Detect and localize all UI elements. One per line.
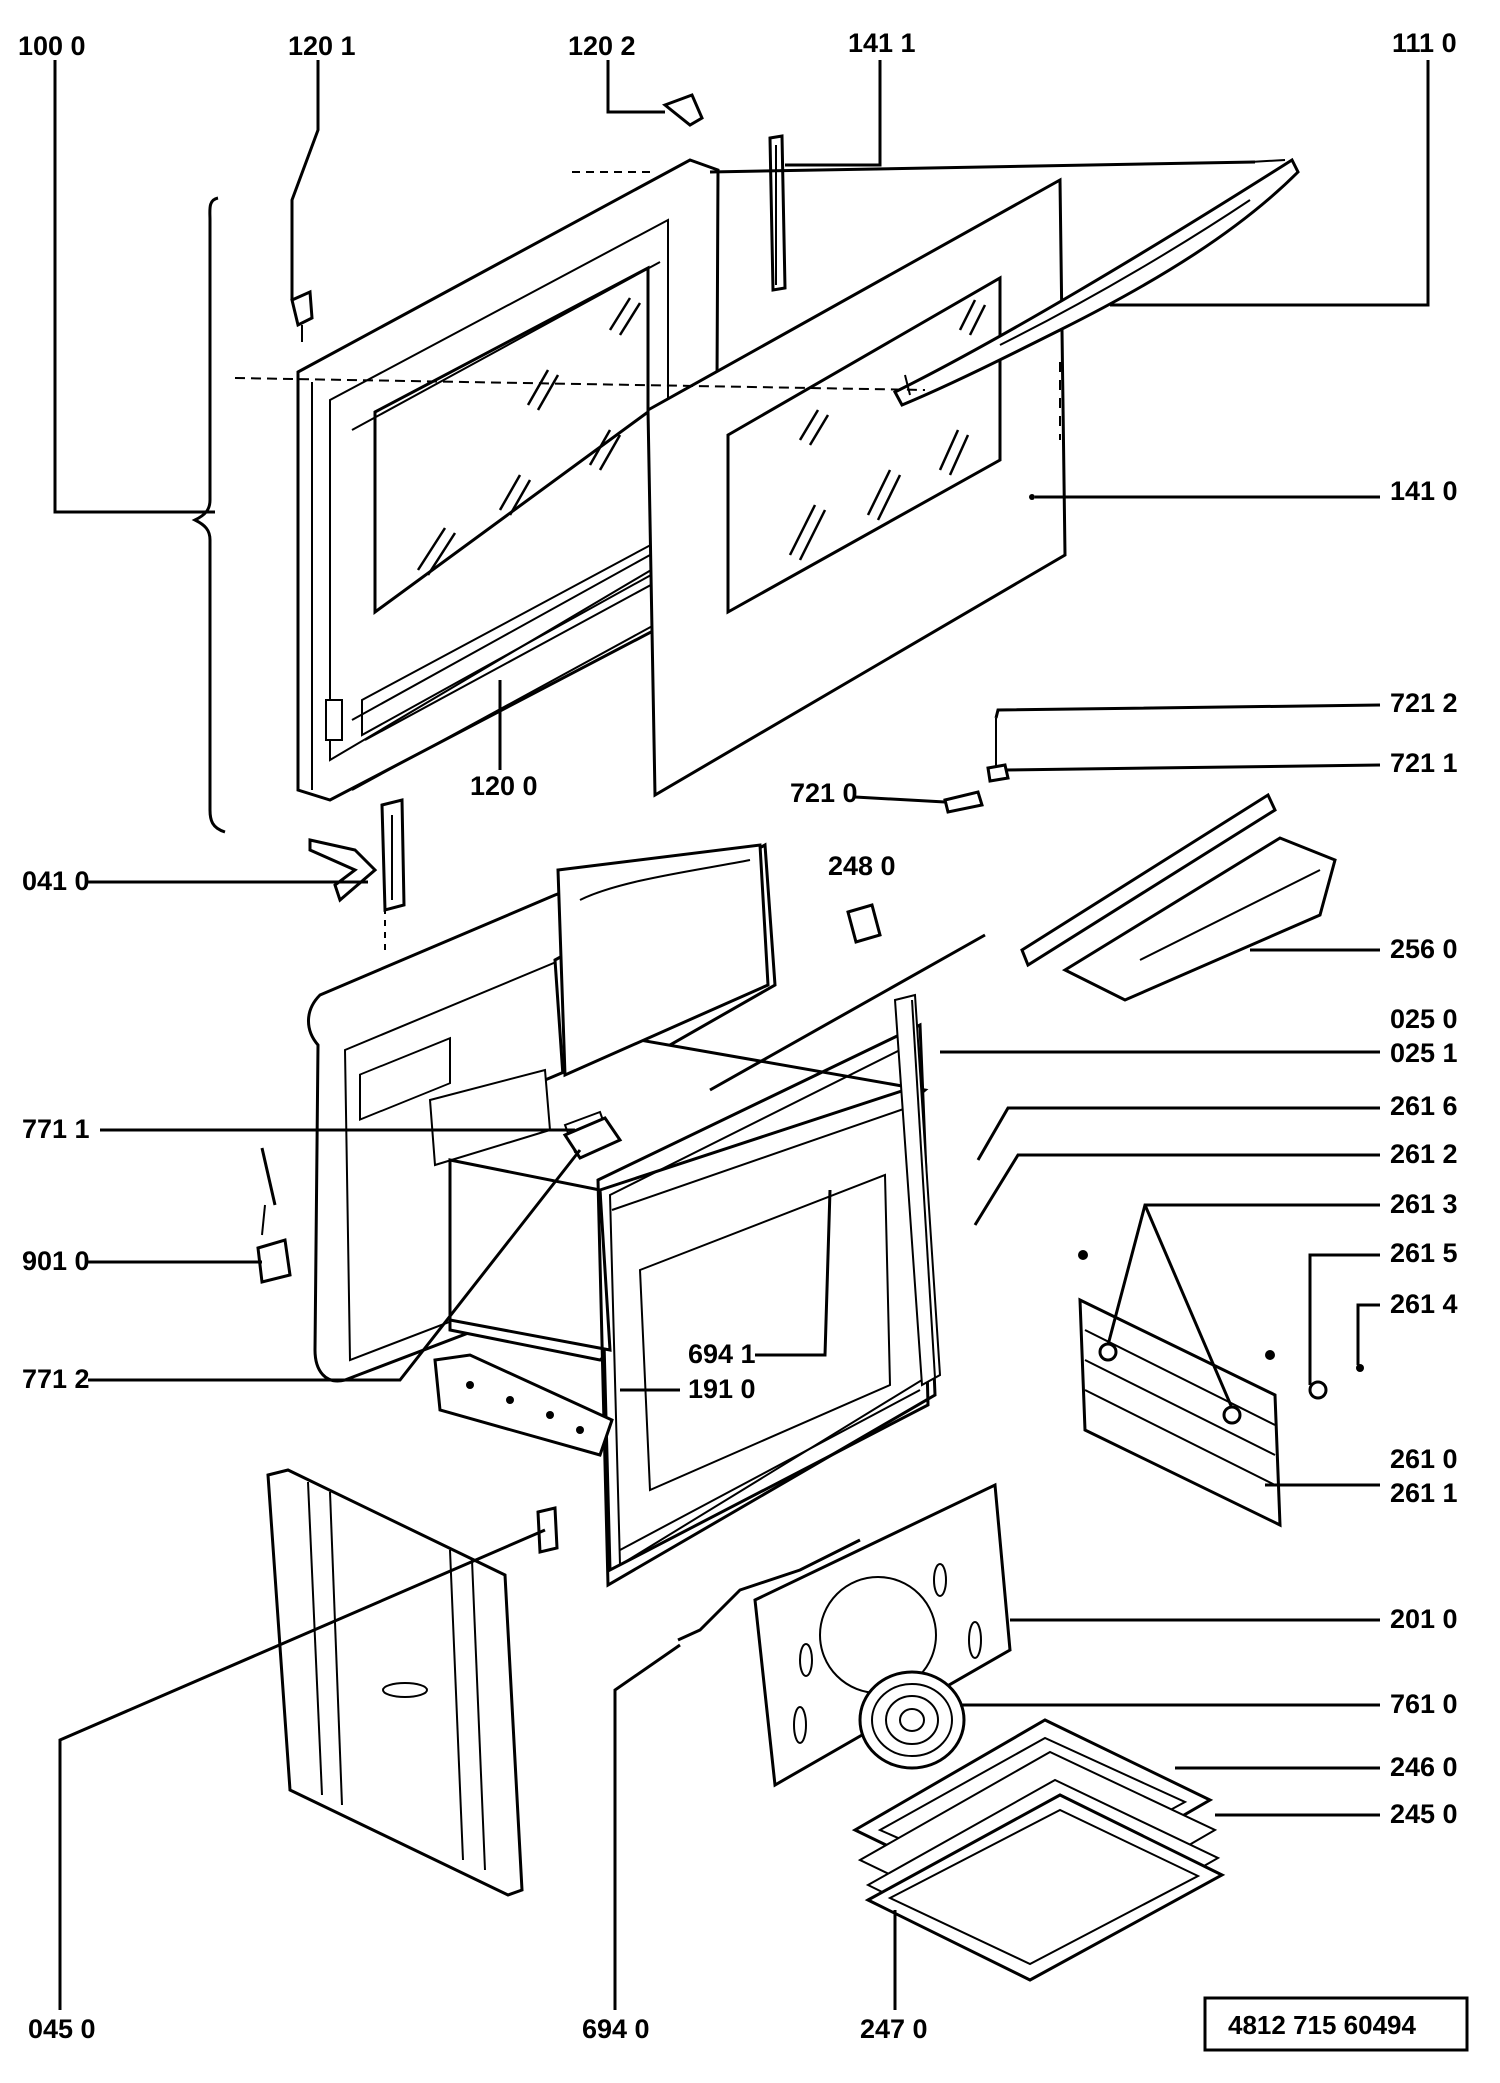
hinge-strip-141-1 bbox=[768, 134, 787, 292]
callout-261-0: 261 0 bbox=[1390, 1444, 1458, 1474]
callout-261-5: 261 5 bbox=[1390, 1238, 1458, 1268]
plate-771-1 bbox=[562, 1116, 623, 1160]
callout-901-0: 901 0 bbox=[22, 1246, 90, 1276]
callout-261-6: 261 6 bbox=[1390, 1091, 1458, 1121]
door-brace bbox=[191, 196, 226, 834]
leader-lines bbox=[53, 60, 1430, 2010]
callout-245-0: 245 0 bbox=[1390, 1799, 1458, 1829]
clip-045 bbox=[536, 1506, 559, 1554]
shelf-support-261 bbox=[1078, 1250, 1364, 1528]
callout-771-2: 771 2 bbox=[22, 1364, 90, 1394]
bracket-721 bbox=[943, 718, 1010, 814]
oven-cavity-box bbox=[428, 1038, 930, 1573]
lamp-248 bbox=[846, 903, 882, 944]
callout-256-0: 256 0 bbox=[1390, 934, 1458, 964]
callout-141-0: 141 0 bbox=[1390, 476, 1458, 506]
side-panel-045 bbox=[266, 1468, 524, 1897]
callout-261-3: 261 3 bbox=[1390, 1189, 1458, 1219]
insulation-bottom bbox=[433, 1353, 614, 1457]
document-number: 4812 715 60494 bbox=[1228, 2010, 1417, 2040]
callout-771-1: 771 1 bbox=[22, 1114, 90, 1144]
callout-721-1: 721 1 bbox=[1390, 748, 1458, 778]
callout-041-0: 041 0 bbox=[22, 866, 90, 896]
callout-694-0: 694 0 bbox=[582, 2014, 650, 2044]
door-switch-901 bbox=[256, 1147, 292, 1284]
door-handle bbox=[892, 157, 1300, 407]
callout-248-0: 248 0 bbox=[828, 851, 896, 881]
callout-120-1: 120 1 bbox=[288, 31, 356, 61]
insulation-side-back bbox=[556, 843, 770, 1078]
callout-247-0: 247 0 bbox=[860, 2014, 928, 2044]
callout-labels: 100 0 120 1 120 2 141 1 111 0 141 0 120 … bbox=[18, 28, 1458, 2044]
back-panel-201 bbox=[753, 1482, 1012, 1788]
callout-201-0: 201 0 bbox=[1390, 1604, 1458, 1634]
side-rail-025 bbox=[893, 993, 942, 1387]
callout-045-0: 045 0 bbox=[28, 2014, 96, 2044]
callout-694-1: 694 1 bbox=[688, 1339, 756, 1369]
top-panel-256 bbox=[1020, 792, 1337, 1002]
fan-grille-761 bbox=[858, 1670, 966, 1770]
callout-111-0: 111 0 bbox=[1392, 28, 1457, 58]
callout-761-0: 761 0 bbox=[1390, 1689, 1458, 1719]
callout-191-0: 191 0 bbox=[688, 1374, 756, 1404]
clip-120-1 bbox=[290, 289, 314, 342]
callout-025-1: 025 1 bbox=[1390, 1038, 1458, 1068]
callout-025-0: 025 0 bbox=[1390, 1004, 1458, 1034]
callout-246-0: 246 0 bbox=[1390, 1752, 1458, 1782]
door-outer-glass bbox=[646, 177, 1067, 798]
callout-261-4: 261 4 bbox=[1390, 1289, 1458, 1319]
callout-261-2: 261 2 bbox=[1390, 1139, 1458, 1169]
callout-120-0: 120 0 bbox=[470, 771, 538, 801]
clip-120-2 bbox=[661, 93, 704, 127]
callout-141-1: 141 1 bbox=[848, 28, 916, 58]
hinge-041-0 bbox=[308, 798, 406, 912]
wire-694 bbox=[677, 1538, 861, 1642]
wire-guide bbox=[709, 933, 986, 1092]
callout-721-0: 721 0 bbox=[790, 778, 858, 808]
callout-100-0: 100 0 bbox=[18, 31, 86, 61]
document-number-box: 4812 715 60494 bbox=[1203, 1996, 1469, 2052]
callout-721-2: 721 2 bbox=[1390, 688, 1458, 718]
callout-261-1: 261 1 bbox=[1390, 1478, 1458, 1508]
tray-247 bbox=[864, 1793, 1226, 1982]
callout-120-2: 120 2 bbox=[568, 31, 636, 61]
